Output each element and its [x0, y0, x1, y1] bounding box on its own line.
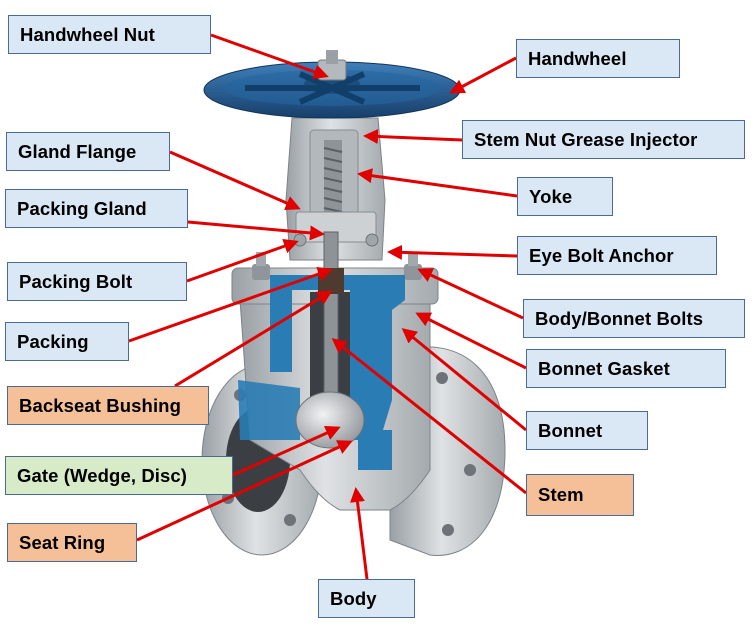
arrow-bonnet-gasket [415, 312, 527, 370]
label-eye-bolt-anchor: Eye Bolt Anchor [517, 236, 717, 275]
arrow-body [350, 487, 369, 580]
label-packing-bolt: Packing Bolt [7, 262, 187, 301]
label-backseat-bushing: Backseat Bushing [7, 386, 209, 425]
arrow-gate [232, 426, 341, 477]
arrow-grease-injector [363, 129, 463, 144]
label-yoke: Yoke [517, 177, 613, 216]
gate-wedge [295, 391, 365, 449]
arrow-stem [331, 338, 527, 495]
stem-shaft [323, 231, 339, 411]
arrow-gland-flange [169, 150, 301, 211]
label-packing-gland: Packing Gland [5, 189, 188, 228]
arrow-packing [128, 266, 333, 343]
arrow-packing-bolt [186, 238, 299, 283]
callout-arrows [128, 33, 527, 580]
label-body-bonnet-bolts: Body/Bonnet Bolts [523, 299, 745, 338]
label-body: Body [318, 579, 415, 618]
label-handwheel: Handwheel [516, 39, 680, 78]
label-handwheel-nut: Handwheel Nut [8, 15, 211, 54]
arrow-handwheel-nut [210, 33, 329, 80]
arrow-eye-bolt [387, 244, 518, 260]
arrow-backseat [174, 290, 333, 388]
label-bonnet: Bonnet [526, 411, 648, 450]
handwheel-illustration [203, 50, 461, 119]
arrow-packing-gland [187, 220, 325, 241]
arrow-body-bolts [417, 268, 524, 320]
label-stem-nut-grease-injector: Stem Nut Grease Injector [462, 120, 745, 159]
arrow-seat-ring [136, 440, 353, 542]
label-gland-flange: Gland Flange [6, 132, 170, 171]
arrow-yoke [357, 168, 518, 198]
label-bonnet-gasket: Bonnet Gasket [526, 349, 726, 388]
label-packing: Packing [5, 322, 129, 361]
label-seat-ring: Seat Ring [7, 523, 137, 562]
arrow-bonnet [401, 328, 527, 432]
label-stem: Stem [526, 474, 634, 516]
label-gate-wedge-disc: Gate (Wedge, Disc) [5, 456, 233, 495]
arrow-handwheel [449, 56, 517, 94]
